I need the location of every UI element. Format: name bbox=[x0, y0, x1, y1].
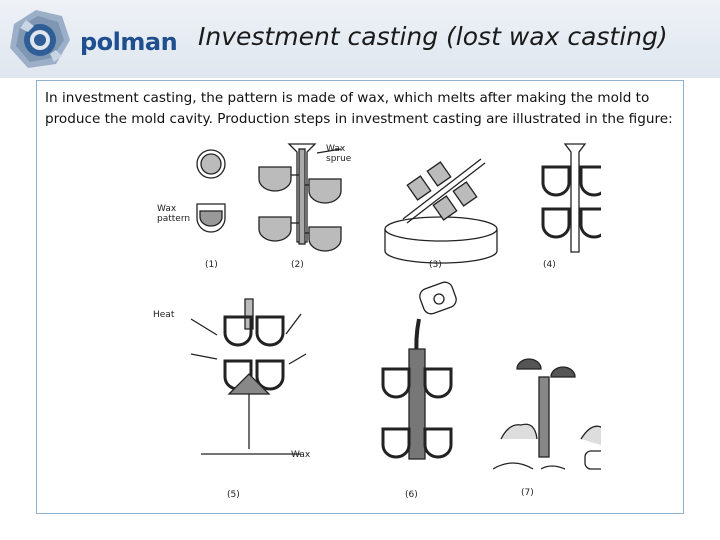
label-sprue: sprue bbox=[326, 154, 352, 164]
step-3-slurry-dip bbox=[385, 159, 497, 263]
slide-title: Investment casting (lost wax casting) bbox=[198, 22, 668, 51]
label-wax: Wax bbox=[326, 144, 346, 154]
step-label-2: (2) bbox=[291, 260, 304, 270]
step-5-dewax-heat bbox=[191, 299, 306, 454]
step-1-wax-pattern bbox=[197, 150, 225, 232]
content-box: In investment casting, the pattern is ma… bbox=[36, 80, 684, 514]
label-heat: Heat bbox=[153, 310, 175, 320]
step-4-ceramic-shell bbox=[543, 144, 601, 252]
step-label-1: (1) bbox=[205, 260, 218, 270]
casting-steps-diagram: Wax sprue Wax pattern Heat Wax (1) (2) (… bbox=[141, 139, 601, 511]
slide-header: polman Investment casting (lost wax cast… bbox=[0, 0, 720, 78]
label-wax-bottom: Wax bbox=[291, 450, 311, 460]
logo-emblem-icon bbox=[6, 6, 76, 72]
step-label-4: (4) bbox=[543, 260, 556, 270]
body-paragraph: In investment casting, the pattern is ma… bbox=[45, 88, 675, 130]
polman-logo: polman bbox=[6, 6, 160, 72]
label-wax-pattern-2: pattern bbox=[157, 214, 190, 224]
footer-area bbox=[0, 522, 720, 540]
step-6-pouring bbox=[383, 280, 458, 459]
investment-casting-figure: Wax sprue Wax pattern Heat Wax (1) (2) (… bbox=[141, 139, 601, 511]
step-label-6: (6) bbox=[405, 490, 418, 500]
label-wax-pattern-1: Wax bbox=[157, 204, 177, 214]
logo-text: polman bbox=[80, 28, 177, 56]
step-label-5: (5) bbox=[227, 490, 240, 500]
step-7-breakout bbox=[493, 359, 601, 469]
step-label-7: (7) bbox=[521, 488, 534, 498]
step-label-3: (3) bbox=[429, 260, 442, 270]
